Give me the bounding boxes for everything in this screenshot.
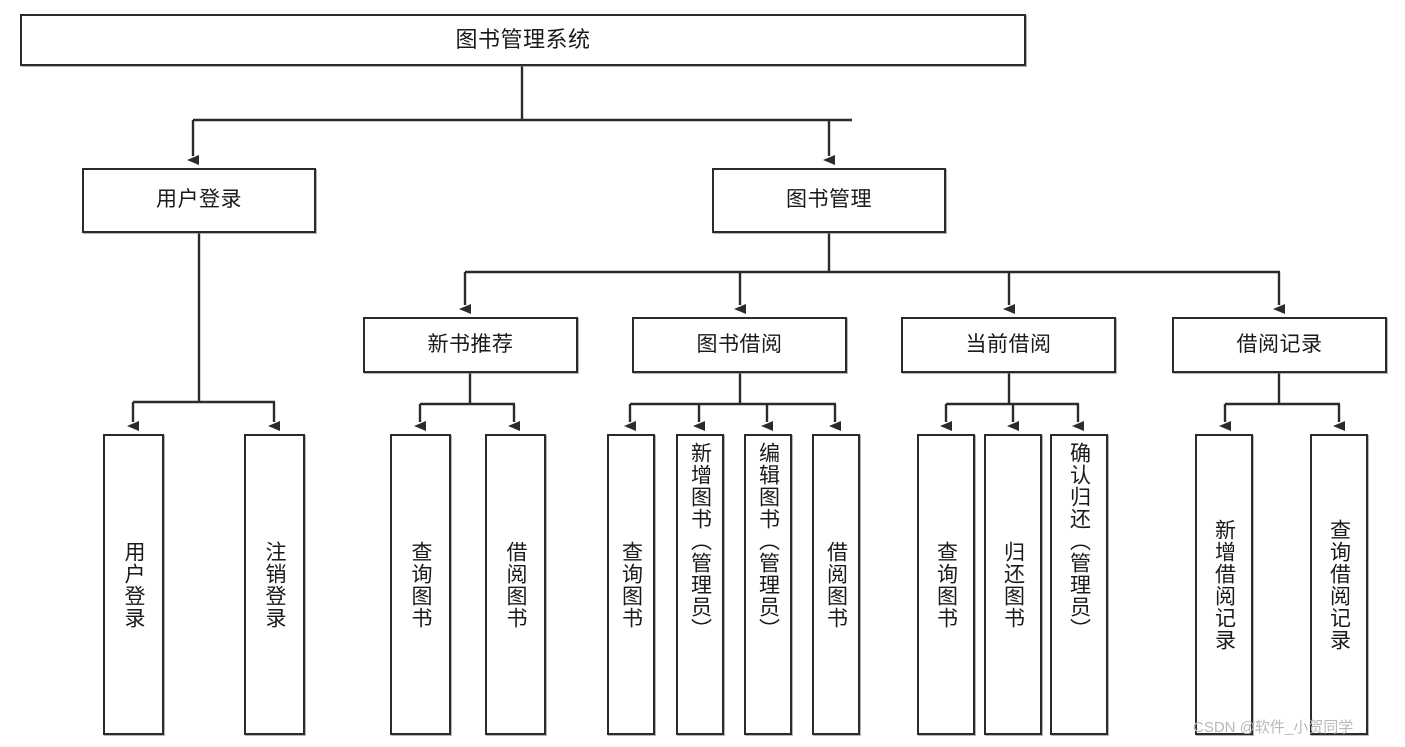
- node-leaf-logout-label: 注销登录: [263, 540, 287, 629]
- node-leaf-query-book-2-label: 查询图书: [619, 540, 643, 629]
- node-leaf-query-record[interactable]: 查询借阅记录: [1310, 434, 1368, 735]
- node-borrow-record-label: 借阅记录: [1236, 332, 1323, 356]
- node-leaf-logout[interactable]: 注销登录: [244, 434, 305, 735]
- node-leaf-edit-book[interactable]: 编辑图书（管理员）: [744, 434, 792, 735]
- node-leaf-borrow-book-1[interactable]: 借阅图书: [485, 434, 546, 735]
- node-leaf-add-record[interactable]: 新增借阅记录: [1195, 434, 1253, 735]
- node-user-login[interactable]: 用户登录: [82, 168, 316, 233]
- node-current-borrow-label: 当前借阅: [965, 332, 1052, 356]
- node-root[interactable]: 图书管理系统: [20, 14, 1026, 66]
- node-leaf-add-book-label: 新增图书（管理员）: [688, 442, 712, 640]
- node-book-manage[interactable]: 图书管理: [712, 168, 946, 233]
- node-book-borrow-label: 图书借阅: [696, 332, 783, 356]
- node-leaf-user-login-label: 用户登录: [122, 540, 146, 629]
- node-root-label: 图书管理系统: [455, 27, 591, 53]
- node-leaf-return-book-label: 归还图书: [1001, 540, 1025, 629]
- node-leaf-query-book-2[interactable]: 查询图书: [607, 434, 655, 735]
- node-leaf-add-record-label: 新增借阅记录: [1212, 518, 1236, 651]
- node-leaf-user-login[interactable]: 用户登录: [103, 434, 164, 735]
- node-leaf-query-book-3[interactable]: 查询图书: [917, 434, 975, 735]
- node-leaf-query-book-1-label: 查询图书: [409, 540, 433, 629]
- watermark: CSDN @软件_小贺同学: [1193, 719, 1354, 736]
- node-leaf-borrow-book-2[interactable]: 借阅图书: [812, 434, 860, 735]
- node-book-borrow[interactable]: 图书借阅: [632, 317, 847, 373]
- node-borrow-record[interactable]: 借阅记录: [1172, 317, 1387, 373]
- node-leaf-return-book[interactable]: 归还图书: [984, 434, 1042, 735]
- node-current-borrow[interactable]: 当前借阅: [901, 317, 1116, 373]
- node-leaf-add-book[interactable]: 新增图书（管理员）: [676, 434, 724, 735]
- node-leaf-confirm-return-label: 确认归还（管理员）: [1067, 442, 1091, 640]
- node-leaf-query-book-1[interactable]: 查询图书: [390, 434, 451, 735]
- node-book-manage-label: 图书管理: [786, 188, 872, 212]
- node-leaf-query-book-3-label: 查询图书: [934, 540, 958, 629]
- node-new-book-rec[interactable]: 新书推荐: [363, 317, 578, 373]
- node-leaf-borrow-book-2-label: 借阅图书: [824, 540, 848, 629]
- node-new-book-rec-label: 新书推荐: [427, 332, 514, 356]
- node-leaf-edit-book-label: 编辑图书（管理员）: [756, 442, 780, 640]
- node-leaf-borrow-book-1-label: 借阅图书: [504, 540, 528, 629]
- node-user-login-label: 用户登录: [156, 188, 242, 212]
- node-leaf-confirm-return[interactable]: 确认归还（管理员）: [1050, 434, 1108, 735]
- node-leaf-query-record-label: 查询借阅记录: [1327, 518, 1351, 651]
